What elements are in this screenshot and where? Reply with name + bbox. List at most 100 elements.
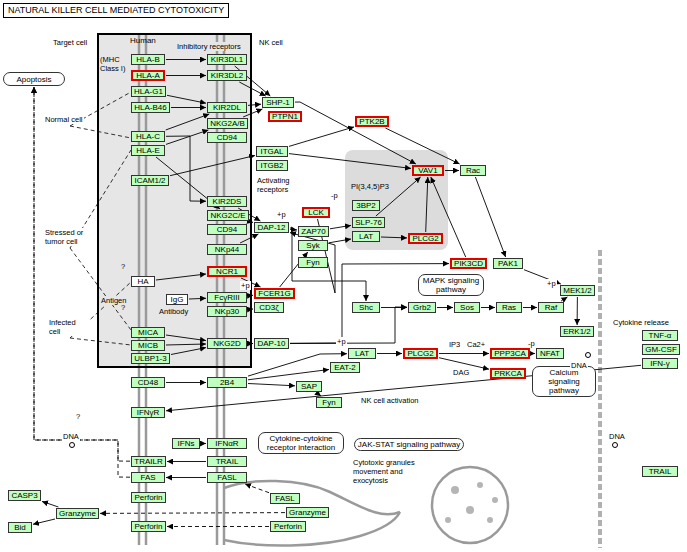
- pathway-arrow: [385, 128, 459, 164]
- node-label: NKp44: [215, 245, 239, 254]
- node-label: TNF-α: [649, 331, 672, 340]
- node-label: IFNγR: [137, 408, 160, 417]
- annotation-label: DAG: [452, 368, 470, 377]
- node-label: Bid: [14, 523, 26, 532]
- node-label: DAP-10: [257, 339, 285, 348]
- node-label: IgG: [171, 295, 184, 304]
- dot: [477, 482, 483, 488]
- dot: [492, 497, 498, 503]
- granule-membrane: [224, 481, 400, 546]
- gene-box: FASL: [207, 472, 247, 483]
- highlighted-gene-box: PTPN1: [268, 111, 302, 122]
- node-label: Grb2: [413, 303, 431, 312]
- node-label: LAT: [359, 232, 373, 241]
- gene-box: DAP-10: [254, 338, 289, 349]
- gene-box: KIR3DL1: [207, 54, 247, 65]
- dot: [487, 517, 493, 523]
- pathway-arrow: [100, 512, 285, 514]
- annotation-label: Target cell: [52, 38, 88, 47]
- gene-box: FASL: [270, 493, 300, 504]
- gene-box: EAT-2: [330, 362, 360, 373]
- annotation-label: NK cell activation: [360, 396, 420, 405]
- pathway-arrow: [166, 59, 206, 60]
- gene-box: ITGAL: [256, 146, 288, 157]
- gene-box: NFAT: [536, 348, 564, 359]
- gene-box: NKG2D: [207, 338, 247, 349]
- gene-box: CD3ζ: [254, 302, 284, 313]
- dot: [445, 517, 451, 523]
- annotation-label: -p: [330, 191, 339, 200]
- gene-box: Perforin: [270, 521, 306, 532]
- node-label: FASL: [217, 473, 237, 482]
- node-label: VAV1: [418, 166, 437, 175]
- node-label: PAK1: [498, 259, 518, 268]
- node-label: CD94: [217, 225, 237, 234]
- compound-box: IgG: [166, 294, 188, 305]
- node-label: EAT-2: [334, 363, 356, 372]
- pathway-arrow: [167, 461, 206, 462]
- node-label: NKG2A/B: [210, 119, 245, 128]
- node-label: MICB: [138, 341, 158, 350]
- pathway-arrow: [439, 353, 489, 354]
- pathway-arrow: [171, 348, 206, 355]
- node-label: PIK3CD: [454, 259, 483, 268]
- node-label: NCR1: [216, 267, 238, 276]
- pathway-arrow: [295, 102, 416, 164]
- pathway-arrow: [481, 307, 495, 308]
- gene-box: LAT: [348, 348, 376, 359]
- node-label: Fyn: [322, 398, 335, 407]
- gene-box: CD48: [131, 377, 165, 388]
- annotation-label: Normal cell: [44, 115, 84, 124]
- node-label: PPP3CA: [494, 349, 526, 358]
- node-label: SAP: [301, 382, 317, 391]
- node-label: NKG2D: [213, 339, 241, 348]
- gene-box: Grb2: [408, 302, 436, 313]
- gene-box: ZAP70: [298, 226, 329, 237]
- node-label: PLCG2: [412, 234, 438, 243]
- annotation-label: NK cell: [258, 38, 284, 47]
- pathway-arrow: [166, 114, 210, 130]
- pathway-arrow: [34, 87, 130, 477]
- gene-box: TNF-α: [642, 330, 678, 341]
- gene-box: Perforin: [131, 492, 166, 503]
- node-label: HLA-A: [136, 71, 160, 80]
- annotation-label: IP3: [448, 340, 461, 349]
- node-label: PTK2B: [359, 117, 384, 126]
- node-label: Calcium signaling pathway: [533, 368, 595, 395]
- pathway-arrow: [381, 237, 407, 239]
- node-label: FASL: [275, 494, 295, 503]
- node-label: DAP-12: [257, 223, 285, 232]
- pathway-arrow: [426, 177, 428, 232]
- highlighted-gene-box: PLCG2: [403, 348, 438, 359]
- node-label: KIR2DS: [213, 197, 242, 206]
- gene-box: GM-CSF: [642, 344, 680, 355]
- gene-box: NKp30: [207, 306, 247, 317]
- annotation-label: +p: [240, 281, 251, 290]
- annotation-label: Inhibitory receptors: [176, 42, 242, 51]
- gene-box: IFN-γ: [642, 358, 678, 369]
- highlighted-gene-box: PLCG2: [408, 233, 443, 244]
- node-label: KIR3DL1: [211, 55, 243, 64]
- node-label: Perforin: [134, 493, 162, 502]
- gene-box: SAP: [296, 381, 322, 392]
- annotation-label: +p: [276, 210, 287, 219]
- human-region: [97, 33, 252, 368]
- node-label: CD94: [217, 133, 237, 142]
- gene-box: MICA: [131, 327, 165, 338]
- gene-box: MICB: [131, 340, 165, 351]
- annotation-label: Cytokine release: [612, 318, 670, 327]
- pathway-arrow: [166, 130, 208, 144]
- pathway-arrow: [290, 229, 297, 231]
- compound-box: HA: [131, 276, 155, 287]
- gene-box: IFNγR: [131, 407, 165, 418]
- gene-box: HLA-G1: [131, 86, 166, 97]
- node-label: KIR3DL2: [211, 71, 243, 80]
- gene-box: Granzyme: [56, 508, 99, 519]
- annotation-label: Antibody: [158, 307, 189, 316]
- pathway-arrow: [245, 484, 269, 493]
- complex-region: [345, 150, 448, 250]
- gene-box: DAP-12: [254, 222, 289, 233]
- pathway-arrow: [33, 519, 55, 524]
- node-label: Perforin: [134, 522, 162, 531]
- pathway-arrow: [166, 344, 206, 345]
